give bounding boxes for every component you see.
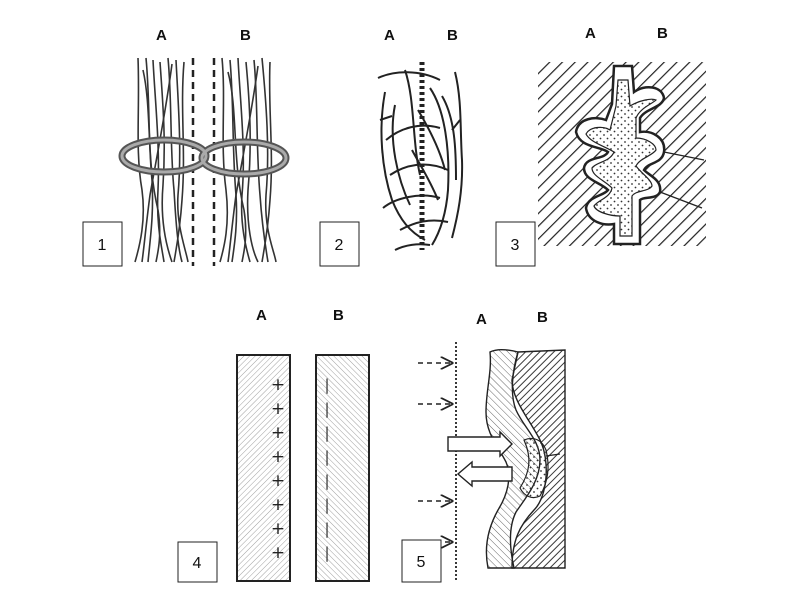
panel-3-number-box bbox=[495, 221, 536, 267]
negative-charge-symbol: | bbox=[324, 376, 329, 394]
panel-1-ring-b-highlight bbox=[200, 140, 288, 176]
negative-charge-symbol: | bbox=[324, 496, 329, 514]
positive-charge-symbol: + bbox=[271, 423, 285, 443]
panel-4-number: 4 bbox=[193, 555, 202, 572]
negative-charge-symbol: | bbox=[324, 424, 329, 442]
panel-2-number: 2 bbox=[335, 237, 344, 254]
panel-5-label-a: A bbox=[476, 311, 487, 328]
panel-4: A B + + + + + + + + | | | | | | | | 4 bbox=[177, 307, 370, 583]
panel-5-dashed-arrows bbox=[418, 363, 452, 542]
panel-5-number-box bbox=[401, 539, 442, 583]
panel-1-number: 1 bbox=[98, 237, 107, 254]
panel-4-label-a: A bbox=[256, 307, 267, 324]
panel-3-number: 3 bbox=[511, 237, 520, 254]
panel-4-label-b: B bbox=[333, 307, 344, 324]
panel-5-number: 5 bbox=[417, 554, 426, 571]
panel-4-negative-charges: | | | | | | | | bbox=[324, 376, 329, 562]
panel-5-arrow-right-icon bbox=[447, 430, 513, 458]
panel-1-number-box bbox=[82, 221, 123, 267]
panel-5-contact-zone bbox=[519, 437, 549, 499]
panel-2-label-b: B bbox=[447, 27, 458, 44]
positive-charge-symbol: + bbox=[271, 399, 285, 419]
panel-1-ring-a-highlight bbox=[120, 138, 208, 174]
panel-5-arrow-left-icon bbox=[456, 460, 513, 488]
positive-charge-symbol: + bbox=[271, 543, 285, 563]
negative-charge-symbol: | bbox=[324, 400, 329, 418]
panel-3-label-a: A bbox=[585, 25, 596, 42]
panel-5: A B 5 bbox=[401, 309, 566, 583]
panel-3-adhesive-core bbox=[585, 79, 658, 237]
panel-5-label-b: B bbox=[537, 309, 548, 326]
panel-4-positive-charges: + + + + + + + + bbox=[271, 375, 285, 563]
panel-3-pointer-1 bbox=[663, 151, 705, 161]
panel-1-fibers-a bbox=[134, 57, 189, 263]
negative-charge-symbol: | bbox=[324, 472, 329, 490]
panel-1: A B 1 bbox=[82, 27, 290, 267]
panel-4-plate-b bbox=[315, 354, 370, 582]
panel-2-chains bbox=[377, 69, 464, 251]
positive-charge-symbol: + bbox=[271, 375, 285, 395]
panel-5-pointer bbox=[545, 453, 561, 457]
panel-2-number-box bbox=[319, 221, 360, 267]
positive-charge-symbol: + bbox=[271, 519, 285, 539]
panel-3-pointer-2 bbox=[659, 191, 703, 209]
negative-charge-symbol: | bbox=[324, 520, 329, 538]
panel-1-fibers-b bbox=[219, 57, 277, 263]
positive-charge-symbol: + bbox=[271, 471, 285, 491]
panel-1-label-b: B bbox=[240, 27, 251, 44]
negative-charge-symbol: | bbox=[324, 544, 329, 562]
panel-1-label-a: A bbox=[156, 27, 167, 44]
panel-2: A B 2 bbox=[319, 27, 464, 267]
panel-3-label-b: B bbox=[657, 25, 668, 42]
negative-charge-symbol: | bbox=[324, 448, 329, 466]
positive-charge-symbol: + bbox=[271, 447, 285, 467]
panel-4-number-box bbox=[177, 541, 218, 583]
positive-charge-symbol: + bbox=[271, 495, 285, 515]
panel-3: A B 3 bbox=[495, 25, 706, 267]
panel-2-label-a: A bbox=[384, 27, 395, 44]
panel-4-plate-a bbox=[236, 354, 291, 582]
